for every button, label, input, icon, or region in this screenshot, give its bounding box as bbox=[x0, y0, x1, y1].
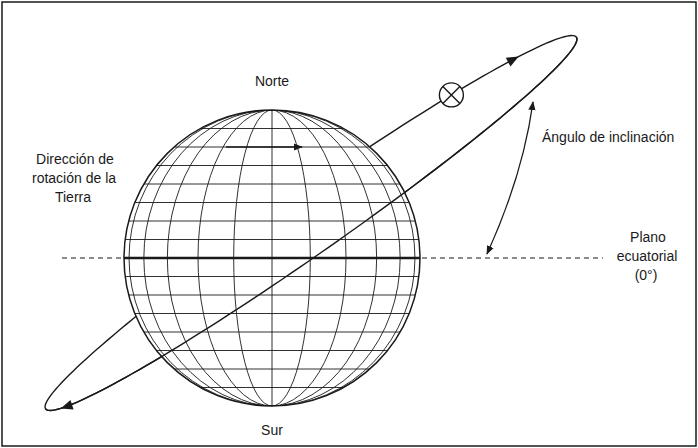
angle-arc bbox=[487, 102, 533, 254]
orbit-direction-arrow bbox=[506, 52, 521, 66]
satellite-symbol bbox=[439, 83, 463, 107]
equatorial-plane-line bbox=[62, 257, 603, 258]
equator-line bbox=[124, 257, 420, 259]
rotation-label: Dirección de rotación de la Tierra bbox=[14, 150, 134, 207]
south-label: Sur bbox=[222, 421, 322, 440]
angle-label: Ángulo de inclinación bbox=[540, 128, 690, 147]
orbit-front bbox=[46, 37, 577, 410]
north-label: Norte bbox=[222, 72, 322, 91]
earth-globe bbox=[124, 110, 420, 406]
rotation-arrow bbox=[226, 146, 302, 147]
plane-label: Plano ecuatorial (0°) bbox=[605, 228, 689, 285]
orbit-path bbox=[45, 36, 577, 411]
orbit-direction-arrow bbox=[59, 400, 74, 413]
